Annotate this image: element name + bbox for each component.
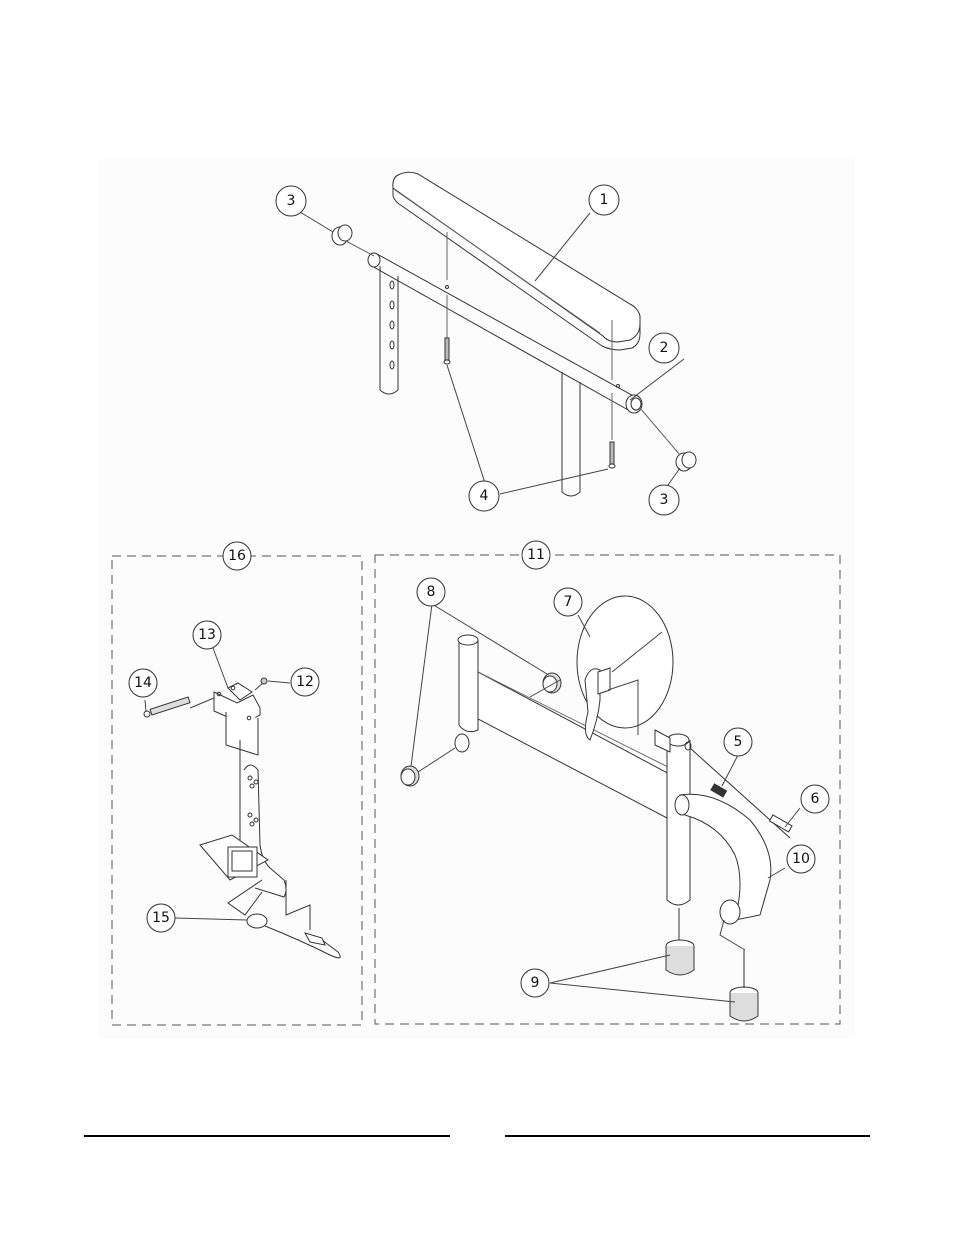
callout-2: 2: [648, 332, 680, 364]
callout-12: 12: [290, 667, 320, 697]
armrest-receiver: [674, 793, 772, 925]
callout-6: 6: [800, 784, 830, 814]
end-cap-left: [331, 224, 375, 257]
svg-text:7: 7: [564, 594, 573, 610]
callout-7: 7: [553, 587, 583, 617]
callout-15: 15: [146, 903, 176, 933]
svg-text:11: 11: [527, 547, 545, 563]
footer-rule-right: [505, 1135, 870, 1137]
callout-11: 11: [521, 540, 551, 570]
svg-text:1: 1: [600, 192, 609, 208]
box-11-border: [374, 554, 841, 1025]
callout-9: 9: [520, 968, 550, 998]
caps-and-inserts: [400, 672, 759, 1022]
svg-text:12: 12: [296, 674, 314, 690]
end-cap-right: [639, 407, 697, 472]
callout-5: 5: [723, 727, 753, 757]
spring-pin: [689, 747, 793, 839]
diagram-panel: [98, 158, 855, 1038]
svg-text:2: 2: [660, 340, 669, 356]
callout-3b: 3: [648, 484, 680, 516]
callout-8: 8: [416, 577, 446, 607]
box-16-border: [111, 555, 363, 1026]
front-post: [654, 729, 692, 906]
svg-text:4: 4: [480, 488, 489, 504]
callout-3a: 3: [275, 185, 307, 217]
svg-text:15: 15: [152, 910, 170, 926]
footer-rule-left: [84, 1135, 450, 1137]
lever-detail: [576, 595, 674, 741]
right-post: [561, 372, 581, 497]
svg-text:3: 3: [660, 492, 669, 508]
svg-text:5: 5: [734, 734, 743, 750]
screws: [443, 232, 616, 469]
frame-bar: [454, 634, 691, 831]
pin-lanyard: [227, 879, 341, 959]
callout-13: 13: [192, 620, 222, 650]
svg-text:16: 16: [228, 548, 246, 564]
svg-text:9: 9: [531, 975, 540, 991]
svg-text:14: 14: [134, 675, 152, 691]
callout-14: 14: [128, 668, 158, 698]
callout-10: 10: [786, 844, 816, 874]
svg-text:8: 8: [427, 584, 436, 600]
svg-text:13: 13: [198, 627, 216, 643]
callout-1: 1: [588, 184, 620, 216]
svg-text:3: 3: [287, 193, 296, 209]
caster-bracket: [143, 677, 287, 898]
callout-4: 4: [468, 480, 500, 512]
svg-text:10: 10: [792, 851, 810, 867]
left-post: [379, 266, 399, 395]
armrest-pad: [392, 171, 641, 351]
svg-text:6: 6: [811, 791, 820, 807]
callout-16: 16: [222, 541, 252, 571]
